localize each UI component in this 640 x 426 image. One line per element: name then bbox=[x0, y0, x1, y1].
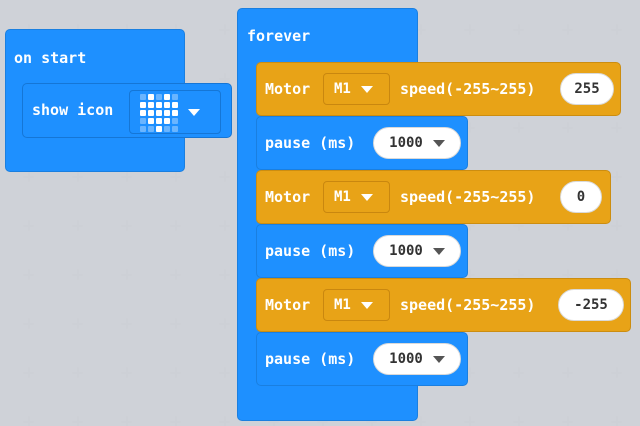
led-pixel bbox=[140, 102, 146, 108]
pause-block-3[interactable]: pause (ms) 1000 bbox=[256, 332, 468, 386]
led-pixel bbox=[172, 110, 178, 116]
led-pixel bbox=[164, 94, 170, 100]
led-pixel bbox=[156, 102, 162, 108]
led-pixel bbox=[148, 118, 154, 124]
motor-value: M1 bbox=[334, 81, 351, 97]
led-pixel bbox=[140, 118, 146, 124]
led-pixel bbox=[148, 110, 154, 116]
chevron-down-icon bbox=[432, 139, 445, 147]
speed-label: speed(-255~255) bbox=[400, 296, 536, 314]
chevron-down-icon bbox=[360, 301, 373, 309]
speed-input-1[interactable]: 255 bbox=[560, 73, 614, 105]
led-pixel bbox=[148, 126, 154, 132]
led-pixel bbox=[148, 102, 154, 108]
led-pixel bbox=[172, 118, 178, 124]
led-pixel bbox=[156, 118, 162, 124]
speed-label: speed(-255~255) bbox=[400, 188, 536, 206]
motor-label: Motor bbox=[265, 80, 311, 98]
motor-block-2[interactable]: Motor M1 speed(-255~255) 0 bbox=[256, 170, 611, 224]
pause-label: pause (ms) bbox=[265, 350, 356, 368]
pause-block-2[interactable]: pause (ms) 1000 bbox=[256, 224, 468, 278]
led-pixel bbox=[172, 94, 178, 100]
chevron-down-icon bbox=[432, 247, 445, 255]
chevron-down-icon bbox=[432, 355, 445, 363]
pause-value: 1000 bbox=[389, 243, 423, 259]
led-pixel bbox=[156, 94, 162, 100]
led-pixel bbox=[156, 126, 162, 132]
chevron-down-icon bbox=[360, 193, 373, 201]
led-pixel bbox=[164, 118, 170, 124]
pause-label: pause (ms) bbox=[265, 134, 356, 152]
motor-select-2[interactable]: M1 bbox=[323, 181, 390, 213]
led-pixel bbox=[140, 126, 146, 132]
chevron-down-icon bbox=[188, 109, 200, 116]
motor-value: M1 bbox=[334, 189, 351, 205]
pause-value: 1000 bbox=[389, 135, 423, 151]
show-icon-block[interactable]: show icon bbox=[22, 83, 232, 138]
motor-block-3[interactable]: Motor M1 speed(-255~255) -255 bbox=[256, 278, 631, 332]
speed-input-3[interactable]: -255 bbox=[558, 289, 624, 321]
motor-block-1[interactable]: Motor M1 speed(-255~255) 255 bbox=[256, 62, 621, 116]
pause-input-1[interactable]: 1000 bbox=[373, 127, 461, 159]
led-pixel bbox=[140, 110, 146, 116]
pause-input-3[interactable]: 1000 bbox=[373, 343, 461, 375]
led-pixel bbox=[148, 94, 154, 100]
on-start-label: on start bbox=[14, 49, 87, 67]
forever-inner-arm bbox=[238, 62, 256, 392]
motor-select-1[interactable]: M1 bbox=[323, 73, 390, 105]
forever-label: forever bbox=[247, 27, 311, 45]
led-pixel bbox=[172, 126, 178, 132]
show-icon-label: show icon bbox=[32, 101, 114, 119]
pause-block-1[interactable]: pause (ms) 1000 bbox=[256, 116, 468, 170]
speed-label: speed(-255~255) bbox=[400, 80, 536, 98]
heart-icon bbox=[140, 94, 178, 132]
led-pixel bbox=[140, 94, 146, 100]
led-pixel bbox=[172, 102, 178, 108]
pause-input-2[interactable]: 1000 bbox=[373, 235, 461, 267]
led-pixel bbox=[164, 126, 170, 132]
speed-input-2[interactable]: 0 bbox=[560, 181, 602, 213]
pause-label: pause (ms) bbox=[265, 242, 356, 260]
motor-value: M1 bbox=[334, 297, 351, 313]
led-pixel bbox=[156, 110, 162, 116]
led-pixel bbox=[164, 102, 170, 108]
led-pixel bbox=[164, 110, 170, 116]
icon-dropdown[interactable] bbox=[129, 90, 221, 134]
motor-label: Motor bbox=[265, 188, 311, 206]
motor-select-3[interactable]: M1 bbox=[323, 289, 390, 321]
chevron-down-icon bbox=[360, 85, 373, 93]
pause-value: 1000 bbox=[389, 351, 423, 367]
motor-label: Motor bbox=[265, 296, 311, 314]
